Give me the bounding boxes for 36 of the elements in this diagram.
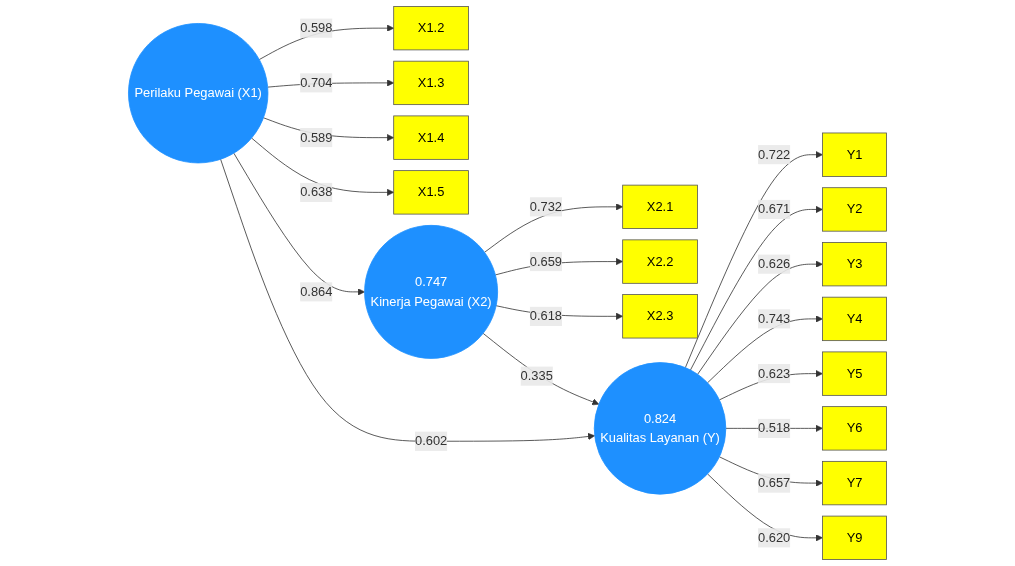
edge-label: 0.864 [300, 284, 333, 299]
node-box: X1.5 [393, 170, 469, 215]
edge-label: 0.618 [529, 309, 563, 323]
edge-label: 0.671 [758, 202, 791, 216]
edge-label: 0.623 [758, 366, 791, 381]
node-box: Y5 [822, 351, 887, 396]
node-box: Y4 [822, 296, 887, 342]
edge-label: 0.598 [300, 20, 333, 35]
node-box: Y9 [822, 515, 887, 560]
node-box: Y3 [822, 242, 887, 287]
edge-label: 0.732 [529, 199, 563, 214]
edge-label: 0.589 [300, 130, 333, 145]
edge-label: 0.638 [300, 185, 333, 199]
node-box: X2.2 [622, 239, 698, 284]
node-circle: 0.824 Kualitas Layanan (Y) [593, 362, 727, 495]
edge-label: 0.657 [758, 475, 791, 490]
edge-label: 0.743 [758, 311, 791, 326]
node-box: Y1 [822, 132, 887, 177]
node-box: X1.4 [393, 115, 469, 160]
edge-label: 0.704 [300, 75, 333, 90]
edge-label: 0.722 [758, 147, 791, 162]
node-box: X1.2 [393, 6, 469, 51]
edge-label: 0.626 [758, 256, 791, 271]
node-circle: Perilaku Pegawai (X1) [128, 23, 269, 164]
node-box: Y2 [822, 187, 887, 232]
node-box: X2.3 [622, 294, 698, 339]
edge-label: 0.602 [414, 434, 448, 448]
node-box: X1.3 [393, 60, 469, 106]
edge-label: 0.518 [758, 421, 791, 435]
node-box: X2.1 [622, 184, 698, 229]
node-circle: 0.747 Kinerja Pegawai (X2) [364, 224, 498, 359]
edge-label: 0.335 [520, 368, 553, 383]
node-box: Y7 [822, 460, 887, 506]
edge-label: 0.620 [758, 530, 791, 545]
edge-label: 0.659 [529, 254, 563, 269]
node-box: Y6 [822, 406, 887, 451]
